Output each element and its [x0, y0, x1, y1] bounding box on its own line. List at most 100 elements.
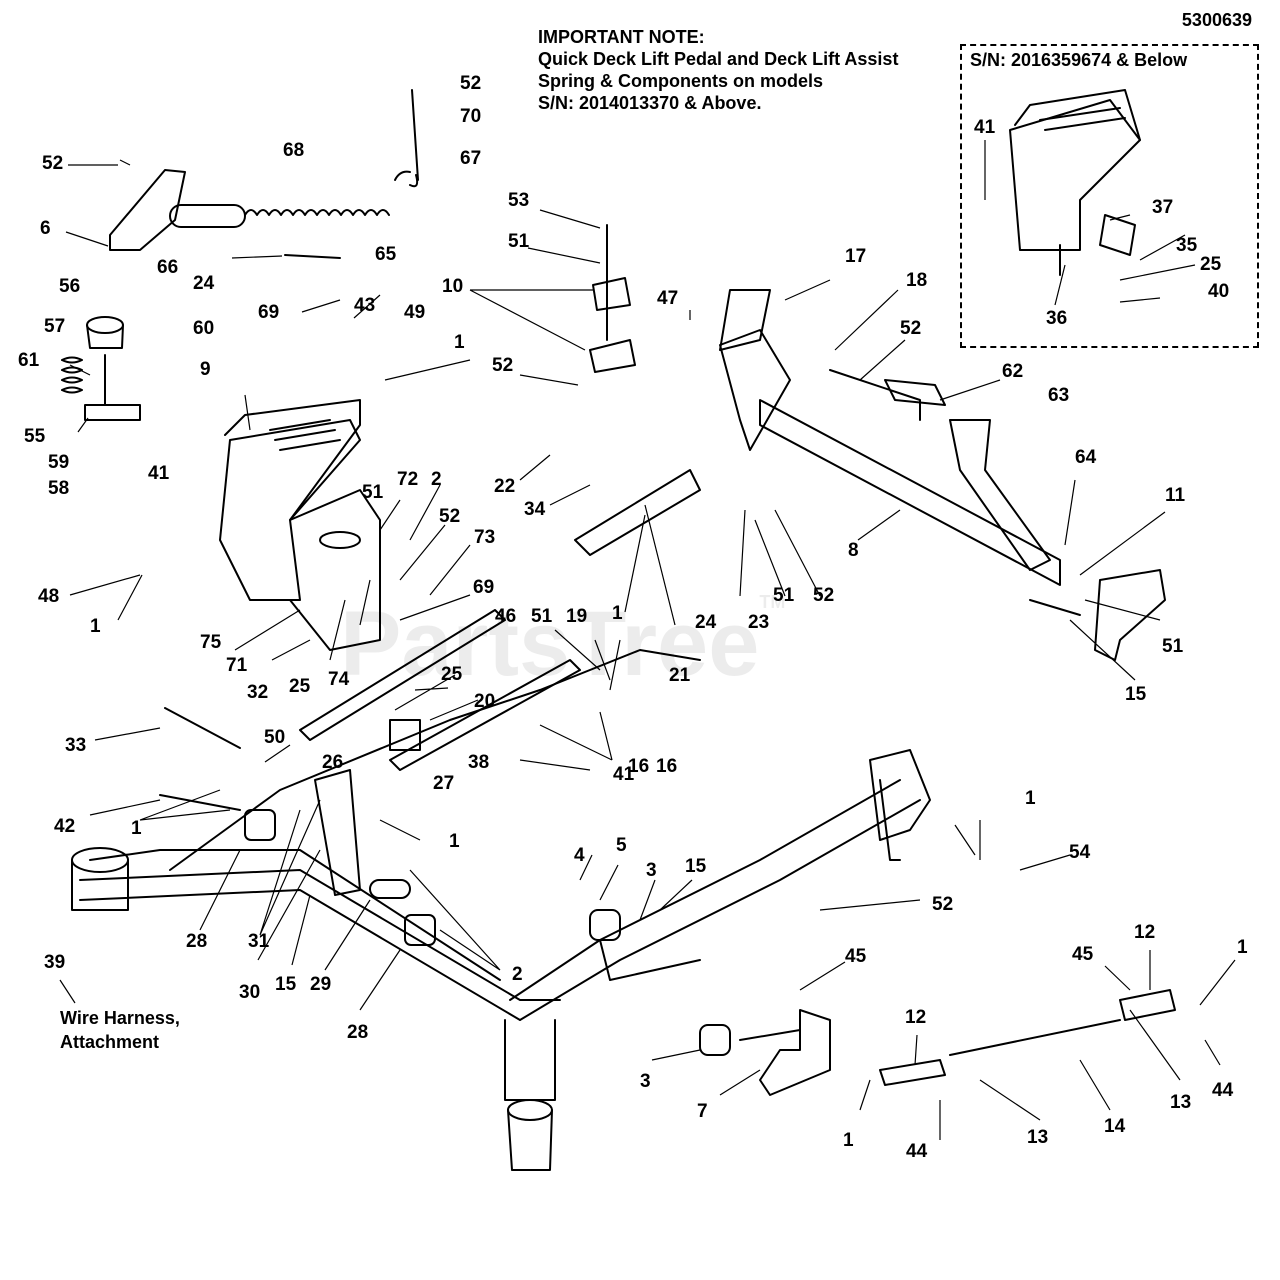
callout-label: 4: [574, 845, 585, 866]
callout-label: 11: [1165, 485, 1186, 506]
callout-label: 54: [1069, 842, 1091, 863]
watermark: PartsTreeTM: [340, 592, 785, 697]
callout-label: 69: [258, 302, 280, 323]
callout-label: 12: [1134, 922, 1156, 943]
callout-label: 49: [404, 302, 426, 323]
callout-label: 26: [322, 752, 344, 773]
note-line: S/N: 2014013370 & Above.: [538, 93, 762, 113]
callout-label: 56: [59, 276, 81, 297]
callout-label: 44: [1212, 1080, 1234, 1101]
callout-label: 52: [932, 894, 954, 915]
callout-label: 21: [669, 665, 691, 686]
watermark-text: PartsTree: [340, 593, 760, 695]
callout-label: 52: [492, 355, 514, 376]
callout-label: 41: [974, 117, 996, 138]
callout-label: 51: [508, 231, 530, 252]
callout-label: 16: [656, 756, 678, 777]
callout-label: 37: [1152, 197, 1174, 218]
callout-label: 50: [264, 727, 286, 748]
callout-label: 58: [48, 478, 70, 499]
callout-label: 2: [431, 469, 442, 490]
callout-label: 1: [1025, 788, 1036, 809]
callout-label: 25: [1200, 254, 1222, 275]
serial-inset-box: [960, 44, 1259, 348]
callout-label: 44: [906, 1141, 928, 1162]
callout-label: 36: [1046, 308, 1068, 329]
callout-label: 20: [474, 691, 496, 712]
callout-label: 30: [239, 982, 261, 1003]
callout-label: 69: [473, 577, 495, 598]
callout-label: 1: [612, 603, 623, 624]
callout-label: 33: [65, 735, 87, 756]
callout-label: 47: [657, 288, 679, 309]
callout-label: 14: [1104, 1116, 1126, 1137]
callout-label: 53: [508, 190, 530, 211]
callout-label: 25: [441, 664, 463, 685]
callout-label: 9: [200, 359, 211, 380]
callout-label: 8: [848, 540, 859, 561]
callout-label: 60: [193, 318, 215, 339]
callout-label: 23: [748, 612, 770, 633]
callout-label: 24: [193, 273, 215, 294]
callout-label: 5: [616, 835, 627, 856]
callout-label: 64: [1075, 447, 1097, 468]
callout-label: 15: [1125, 684, 1147, 705]
callout-label: 28: [347, 1022, 369, 1043]
callout-label: 1: [131, 818, 142, 839]
callout-label: 13: [1027, 1127, 1049, 1148]
callout-label: 1: [454, 332, 465, 353]
callout-label: 51: [531, 606, 553, 627]
callout-label: 34: [524, 499, 546, 520]
callout-label: 45: [845, 946, 867, 967]
callout-label: 15: [685, 856, 707, 877]
callout-label: 73: [474, 527, 496, 548]
callout-label: 46: [495, 606, 517, 627]
callout-label: 48: [38, 586, 60, 607]
callout-label: 65: [375, 244, 397, 265]
inset-title: S/N: 2016359674 & Below: [970, 50, 1188, 70]
callout-label: 68: [283, 140, 305, 161]
callout-label: 62: [1002, 361, 1024, 382]
callout-label: 3: [646, 860, 657, 881]
callout-label: 70: [460, 106, 482, 127]
document-number: 5300639: [1181, 10, 1252, 30]
callout-label: 51: [773, 585, 795, 606]
callout-label: 57: [44, 316, 66, 337]
callout-label: 1: [90, 616, 101, 637]
note-heading: IMPORTANT NOTE:: [538, 27, 705, 47]
callout-label: 16: [628, 756, 650, 777]
callout-label: 41: [148, 463, 170, 484]
callout-label: 41: [613, 764, 635, 785]
callout-label: 74: [328, 669, 350, 690]
callout-label: 12: [905, 1007, 927, 1028]
callout-label: 71: [226, 655, 248, 676]
callout-label: 72: [397, 469, 419, 490]
callout-label: 55: [24, 426, 46, 447]
callout-label: 13: [1170, 1092, 1192, 1113]
callout-label: 52: [460, 73, 482, 94]
caption-line: Wire Harness,: [60, 1008, 180, 1028]
wire-harness-caption: Wire Harness, Attachment: [60, 1006, 180, 1054]
callout-label: 39: [44, 952, 66, 973]
callout-label: 52: [900, 318, 922, 339]
callout-label: 25: [289, 676, 311, 697]
watermark-trademark: TM: [759, 592, 786, 612]
callout-label: 52: [42, 153, 64, 174]
callout-label: 52: [813, 585, 835, 606]
callout-label: 10: [442, 276, 464, 297]
callout-label: 24: [695, 612, 717, 633]
callout-label: 43: [354, 295, 376, 316]
callout-label: 15: [275, 974, 297, 995]
callout-label: 6: [40, 218, 51, 239]
callout-label: 35: [1176, 235, 1198, 256]
callout-label: 45: [1072, 944, 1094, 965]
callout-label: 42: [54, 816, 76, 837]
callout-label: 22: [494, 476, 516, 497]
note-line: Quick Deck Lift Pedal and Deck Lift Assi…: [538, 49, 899, 69]
callout-label: 1: [1237, 937, 1248, 958]
callout-label: 51: [1162, 636, 1184, 657]
callout-label: 17: [845, 246, 867, 267]
callout-label: 18: [906, 270, 928, 291]
